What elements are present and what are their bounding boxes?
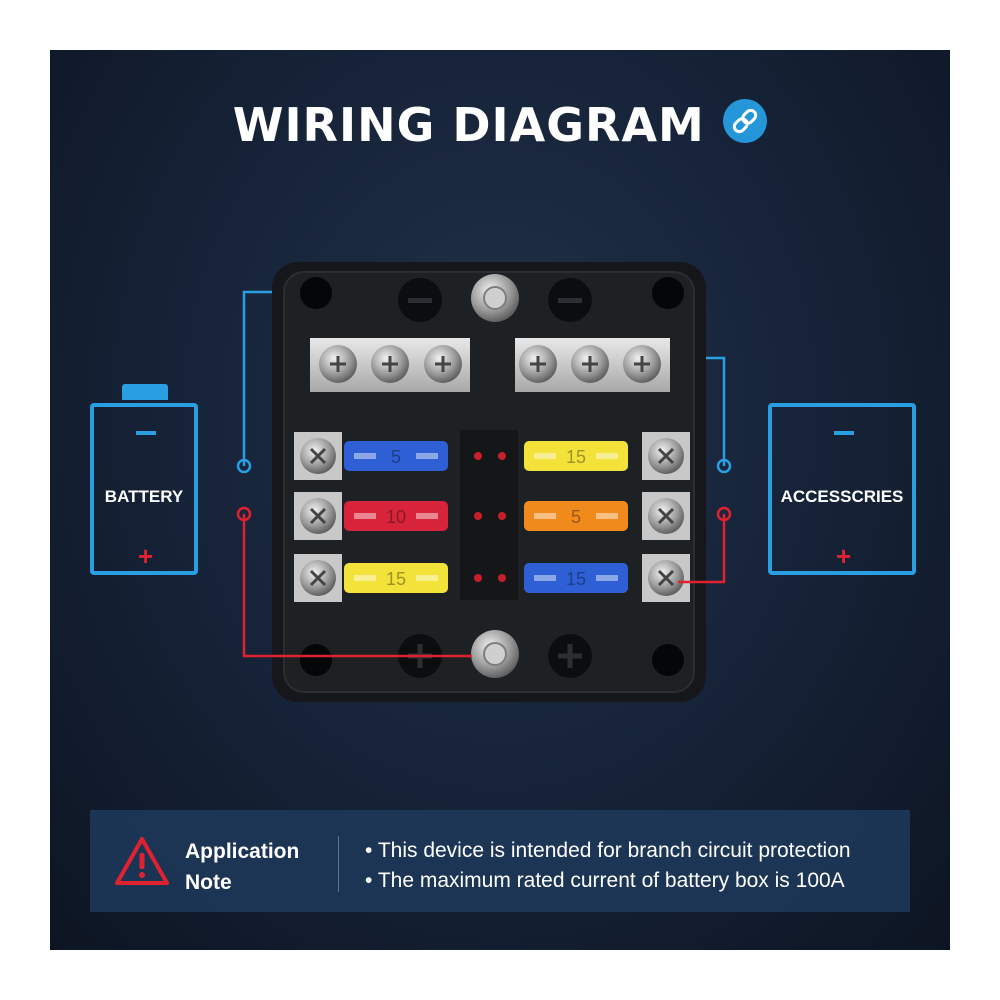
bus-screws (319, 345, 661, 383)
fuse-screw-left (294, 492, 342, 540)
fuse-rating-label: 10 (386, 507, 406, 527)
battery-positive-terminal (236, 506, 252, 522)
fuse-body (344, 501, 448, 531)
fuse-rating-label: 5 (571, 507, 581, 527)
fuse-screw-right (642, 554, 690, 602)
note-divider (338, 836, 339, 892)
fuse-rating-label: 15 (566, 569, 586, 589)
fuse-body (524, 501, 628, 531)
mounting-holes (300, 277, 684, 676)
fuse-icon: 5 (524, 501, 628, 531)
indicator-strip (460, 430, 518, 600)
fuse-icon: 15 (344, 563, 448, 593)
page-title: WIRING DIAGRAM (232, 98, 705, 152)
fuse-body (344, 563, 448, 593)
battery-terminal-cap (122, 384, 168, 400)
application-note-list: This device is intended for branch circu… (365, 836, 851, 896)
led-indicator (474, 452, 482, 460)
battery-minus-icon (136, 431, 156, 435)
positive-wires (242, 514, 726, 658)
positive-wire-accessories (678, 514, 726, 584)
fuse-rating-label: 15 (566, 447, 586, 467)
accessories-box: ACCESSCRIES + (768, 403, 916, 575)
fuse-icon: 15 (524, 441, 628, 471)
accessories-label: ACCESSCRIES (780, 487, 904, 506)
fuse-rows: 5 15 10 5 15 15 (294, 430, 690, 602)
fuse-rating-label: 15 (386, 569, 406, 589)
application-note-title: Application Note (185, 840, 300, 894)
fuse-screw-left (294, 432, 342, 480)
accessories-positive-terminal (716, 506, 732, 522)
fuse-screw-left (294, 554, 342, 602)
link-icon[interactable] (723, 99, 768, 143)
led-indicator (498, 452, 506, 460)
accessories-plus-icon: + (836, 541, 852, 571)
fuse-icon: 5 (344, 441, 448, 471)
fuse-icon: 10 (344, 501, 448, 531)
accessories-minus-icon (834, 431, 854, 435)
positive-wire-battery (242, 514, 472, 658)
header: WIRING DIAGRAM (0, 98, 1000, 152)
battery-plus-icon: + (138, 541, 154, 571)
fuse-icon: 15 (524, 563, 628, 593)
note-item: This device is intended for branch circu… (365, 836, 851, 866)
accessories-negative-terminal (716, 458, 732, 474)
fuse-rating-label: 5 (391, 447, 401, 467)
fuse-body (524, 441, 628, 471)
fuse-screw-right (642, 492, 690, 540)
fuse-body (524, 563, 628, 593)
note-item: The maximum rated current of battery box… (365, 866, 851, 896)
battery-negative-terminal (236, 458, 252, 474)
battery-label: BATTERY (104, 487, 184, 506)
fuse-body (344, 441, 448, 471)
warning-icon (115, 837, 169, 885)
led-indicator (474, 574, 482, 582)
battery-icon: BATTERY + (90, 403, 198, 575)
led-indicator (498, 574, 506, 582)
fuse-screw-right (642, 432, 690, 480)
led-indicator (498, 512, 506, 520)
led-indicator (474, 512, 482, 520)
